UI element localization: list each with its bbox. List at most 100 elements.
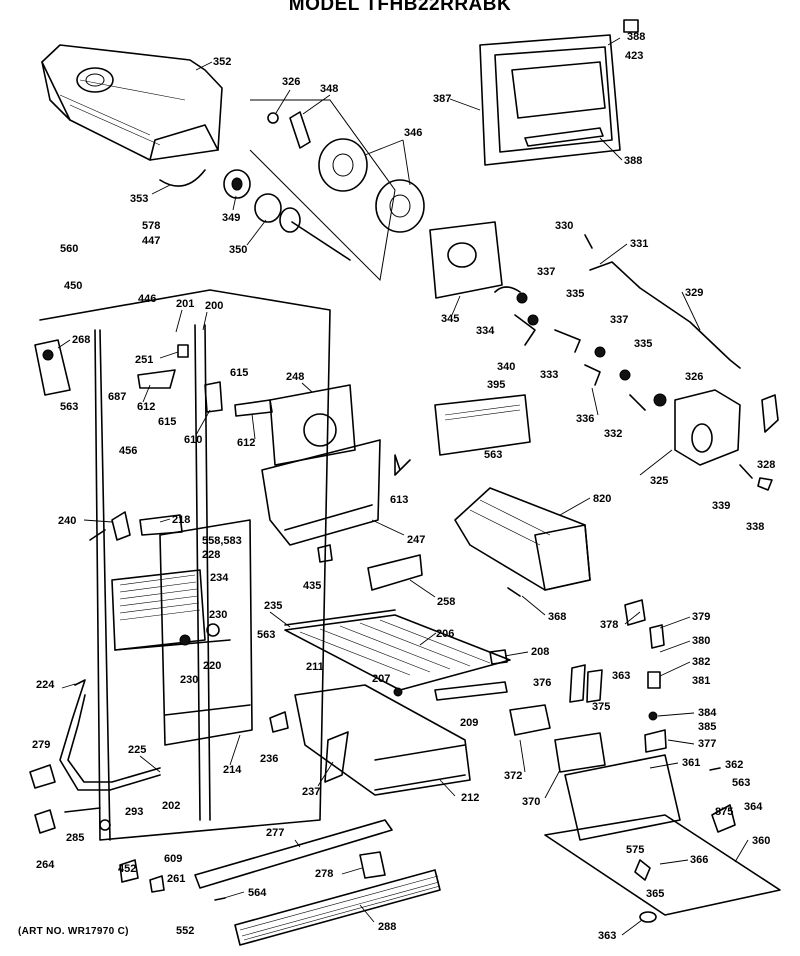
callout-293: 293 [125,806,143,818]
callout-388-top: 388 [627,31,645,43]
callout-361: 361 [682,757,700,769]
control-board-part [434,394,531,456]
callout-212: 212 [461,792,479,804]
callout-558-583: 558,583 [202,535,242,547]
callout-375: 375 [592,701,610,713]
callout-220: 220 [203,660,221,672]
callout-207: 207 [372,673,390,685]
compressor-area-parts [509,599,781,923]
callout-380: 380 [692,635,710,647]
callout-388: 388 [624,155,642,167]
callout-240: 240 [58,515,76,527]
callout-560: 560 [60,243,78,255]
callout-368: 368 [548,611,566,623]
callout-353: 353 [130,193,148,205]
callout-687: 687 [108,391,126,403]
callout-447: 447 [142,235,160,247]
evaporator-fan-part [261,384,423,591]
callout-278: 278 [315,868,333,880]
callout-456: 456 [119,445,137,457]
callout-552: 552 [176,925,194,937]
callout-247: 247 [407,534,425,546]
callout-230-b: 230 [180,674,198,686]
callout-334: 334 [476,325,495,337]
callout-258: 258 [437,596,455,608]
callout-360: 360 [752,835,770,847]
callout-609: 609 [164,853,182,865]
callout-348: 348 [320,83,338,95]
art-number-label: (ART NO. WR17970 C) [18,926,129,937]
callout-206: 206 [436,628,454,640]
callout-376: 376 [533,677,551,689]
callout-237: 237 [302,786,320,798]
callout-612-b: 612 [237,437,255,449]
callout-362: 362 [725,759,743,771]
auger-assembly-part [223,99,425,282]
callout-224: 224 [36,679,55,691]
callout-225: 225 [128,744,146,756]
callout-333: 333 [540,369,558,381]
callout-329: 329 [685,287,703,299]
dispenser-frame-part [479,19,639,166]
callout-328: 328 [757,459,775,471]
callout-338: 338 [746,521,764,533]
callout-613: 613 [390,494,408,506]
callout-285: 285 [66,832,84,844]
callout-820: 820 [593,493,611,505]
callout-208: 208 [531,646,549,658]
leader-lines [57,37,749,936]
callout-325: 325 [650,475,668,487]
callout-365: 365 [646,888,664,900]
callout-363: 363 [612,670,630,682]
callout-337-b: 337 [610,314,628,326]
callout-326: 326 [282,76,300,88]
callout-326-b: 326 [685,371,703,383]
callout-236: 236 [260,753,278,765]
callout-251: 251 [135,354,153,366]
icemaker-part [454,487,591,597]
callout-331: 331 [630,238,648,250]
callout-370: 370 [522,796,540,808]
callout-372: 372 [504,770,522,782]
callout-335: 335 [566,288,584,300]
callout-200: 200 [205,300,223,312]
left-side-parts [34,339,273,541]
callout-563-mid: 563 [257,629,275,641]
callout-615-a: 615 [230,367,248,379]
diagram-title: MODEL TFHB22RRABK [288,0,512,15]
callout-202: 202 [162,800,180,812]
callout-564: 564 [248,887,267,899]
callout-435: 435 [303,580,321,592]
callout-563-left: 563 [60,401,78,413]
cabinet-liner-part [39,289,331,841]
callout-610: 610 [184,434,202,446]
callout-378: 378 [600,619,618,631]
callout-350: 350 [229,244,247,256]
drawer-part [269,684,471,796]
callout-337: 337 [537,266,555,278]
callout-615-b: 615 [158,416,176,428]
callout-201: 201 [176,298,194,310]
evaporator-coil-part [111,519,253,746]
callout-387: 387 [433,93,451,105]
callout-349: 349 [222,212,240,224]
auger-motor-part [653,389,779,491]
callout-234: 234 [210,572,229,584]
callout-366: 366 [690,854,708,866]
callout-385: 385 [698,721,716,733]
shelf-part [284,609,511,701]
callout-332: 332 [604,428,622,440]
tubing-part [29,679,165,893]
callout-268: 268 [72,334,90,346]
callout-340: 340 [497,361,515,373]
mounting-plate-part [429,221,503,299]
callout-345: 345 [441,313,459,325]
callout-230-a: 230 [209,609,227,621]
callout-578: 578 [142,220,160,232]
callout-563-board: 563 [484,449,502,461]
callout-563-right: 563 [732,777,750,789]
callout-209: 209 [460,717,478,729]
callout-381: 381 [692,675,710,687]
